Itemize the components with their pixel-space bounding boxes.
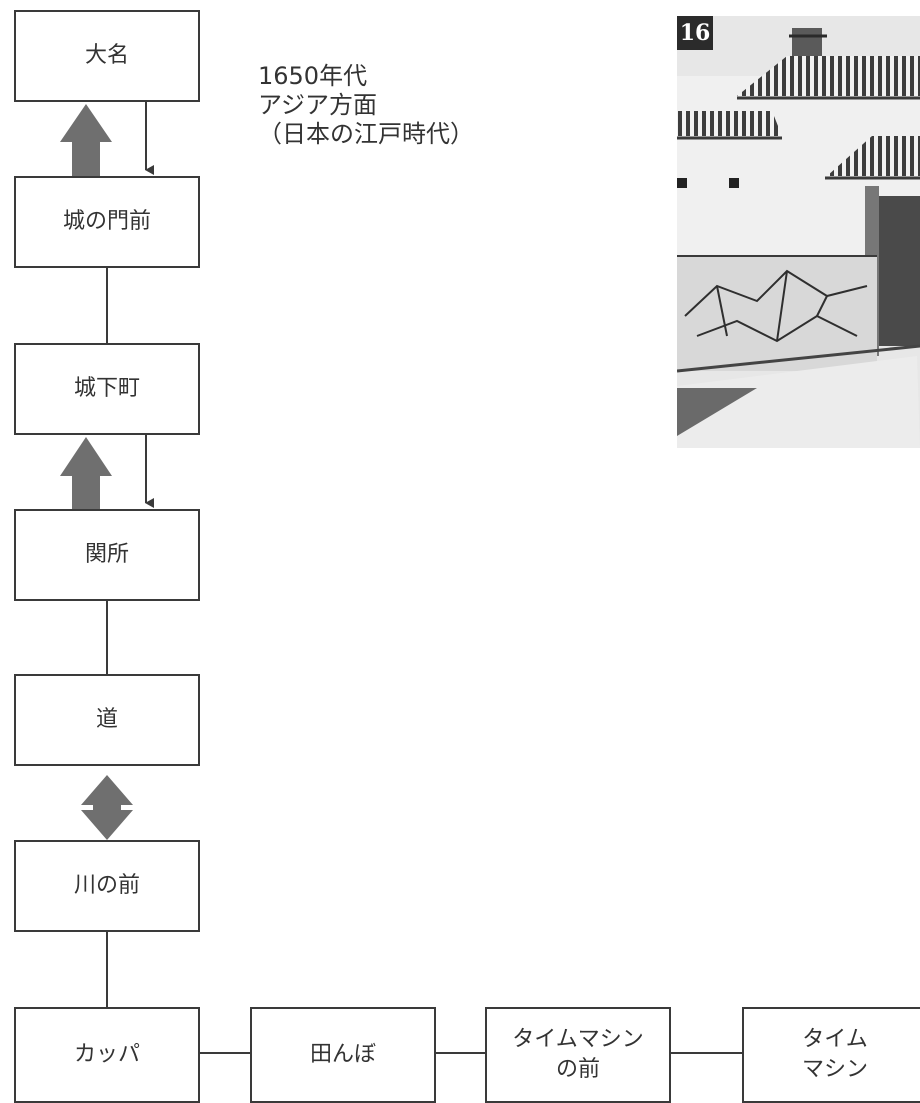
castle-scene-image [677,16,920,448]
thick-up-arrow [60,437,112,510]
thick-double-arrow [81,775,133,840]
node-timemachine: タイム マシン [742,1007,920,1103]
node-riverfront: 川の前 [14,840,200,932]
scene-illustration: 16 [677,16,920,448]
scene-number-badge: 16 [677,16,713,50]
node-castle-town: 城下町 [14,343,200,435]
thick-up-arrow [60,104,112,177]
node-label: 川の前 [73,873,140,898]
node-label: 関所 [84,542,129,567]
node-road: 道 [14,674,200,766]
node-kappa: カッパ [14,1007,200,1103]
node-label: 城下町 [73,376,140,401]
node-label: タイムマシン の前 [512,1027,644,1082]
node-ricefield: 田んぼ [250,1007,436,1103]
node-timemachine-front: タイムマシン の前 [485,1007,671,1103]
node-label: 田んぼ [309,1042,376,1067]
node-label: 道 [95,707,118,732]
node-daimyo: 大名 [14,10,200,102]
node-checkpoint: 関所 [14,509,200,601]
era-region: アジア方面 [258,91,378,119]
node-label: タイム マシン [801,1027,868,1082]
node-label: 城の門前 [62,209,151,234]
node-label: カッパ [73,1042,140,1067]
node-castle-gate: 城の門前 [14,176,200,268]
era-caption: 1650年代 アジア方面 （日本の江戸時代） [258,62,474,149]
era-year: 1650年代 [258,62,368,90]
era-period: （日本の江戸時代） [258,120,474,148]
node-label: 大名 [84,43,129,68]
